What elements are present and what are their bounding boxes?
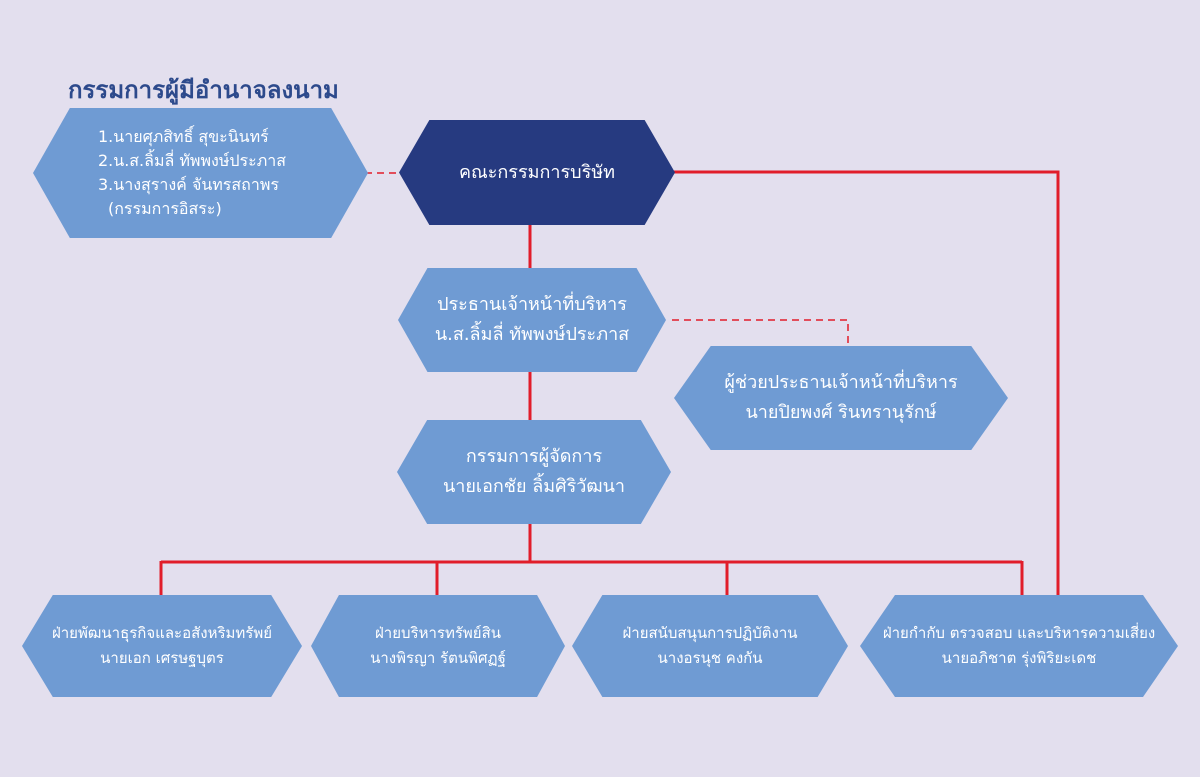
md-box: กรรมการผู้จัดการ นายเอกชัย ลิ้มศิริวัฒนา bbox=[397, 420, 671, 524]
connector-board-compliance bbox=[672, 170, 1060, 596]
dept-operations-support-box: ฝ่ายสนับสนุนการปฏิบัติงาน นางอรนุช คงกัน bbox=[572, 595, 848, 697]
md-name: นายเอกชัย ลิ้มศิริวัฒนา bbox=[442, 476, 626, 497]
dept-2-name: นางพิรญา รัตนพิศฏฐ์ bbox=[370, 649, 506, 667]
dept-3-name: นางอรนุช คงกัน bbox=[657, 649, 763, 667]
ceo-role: ประธานเจ้าหน้าที่บริหาร bbox=[437, 294, 627, 315]
signer-note: (กรรมการอิสระ) bbox=[108, 199, 222, 218]
dept-compliance-risk-box: ฝ่ายกำกับ ตรวจสอบ และบริหารความเสี่ยง นา… bbox=[860, 595, 1178, 697]
dept-1-role: ฝ่ายพัฒนาธุรกิจและอสังหริมทรัพย์ bbox=[51, 624, 273, 642]
md-role: กรรมการผู้จัดการ bbox=[465, 446, 603, 467]
authorized-signers-box: 1.นายศุภสิทธิ์ สุขะนินทร์ 2.น.ส.ลิ้มลี่ … bbox=[33, 108, 368, 238]
assistant-name: นายปิยพงศ์ รินทรานุรักษ์ bbox=[745, 402, 937, 423]
dept-4-role: ฝ่ายกำกับ ตรวจสอบ และบริหารความเสี่ยง bbox=[882, 624, 1156, 642]
ceo-name: น.ส.ลิ้มลี่ ทัพพงษ์ประภาส bbox=[434, 324, 630, 345]
dashed-ceo-assistant bbox=[672, 319, 849, 347]
dept-2-role: ฝ่ายบริหารทรัพย์สิน bbox=[375, 624, 501, 642]
dept-3-role: ฝ่ายสนับสนุนการปฏิบัติงาน bbox=[622, 624, 798, 642]
assistant-role: ผู้ช่วยประธานเจ้าหน้าที่บริหาร bbox=[724, 372, 958, 393]
dept-asset-management-box: ฝ่ายบริหารทรัพย์สิน นางพิรญา รัตนพิศฏฐ์ bbox=[311, 595, 565, 697]
board-box: คณะกรรมการบริษัท bbox=[399, 120, 675, 225]
ceo-box: ประธานเจ้าหน้าที่บริหาร น.ส.ลิ้มลี่ ทัพพ… bbox=[398, 268, 666, 372]
board-label: คณะกรรมการบริษัท bbox=[458, 161, 615, 183]
assistant-ceo-box: ผู้ช่วยประธานเจ้าหน้าที่บริหาร นายปิยพงศ… bbox=[674, 346, 1008, 450]
signer-3: 3.นางสุรางค์ จันทรสถาพร bbox=[98, 175, 279, 194]
signer-2: 2.น.ส.ลิ้มลี่ ทัพพงษ์ประภาส bbox=[98, 151, 287, 170]
signer-1: 1.นายศุภสิทธิ์ สุขะนินทร์ bbox=[98, 127, 269, 146]
dept-1-name: นายเอก เศรษฐบุตร bbox=[100, 649, 224, 667]
signers-title: กรรมการผู้มีอำนาจลงนาม bbox=[68, 76, 339, 104]
dept-4-name: นายอภิชาต รุ่งพิริยะเดช bbox=[941, 649, 1097, 667]
dept-business-development-box: ฝ่ายพัฒนาธุรกิจและอสังหริมทรัพย์ นายเอก … bbox=[22, 595, 302, 697]
